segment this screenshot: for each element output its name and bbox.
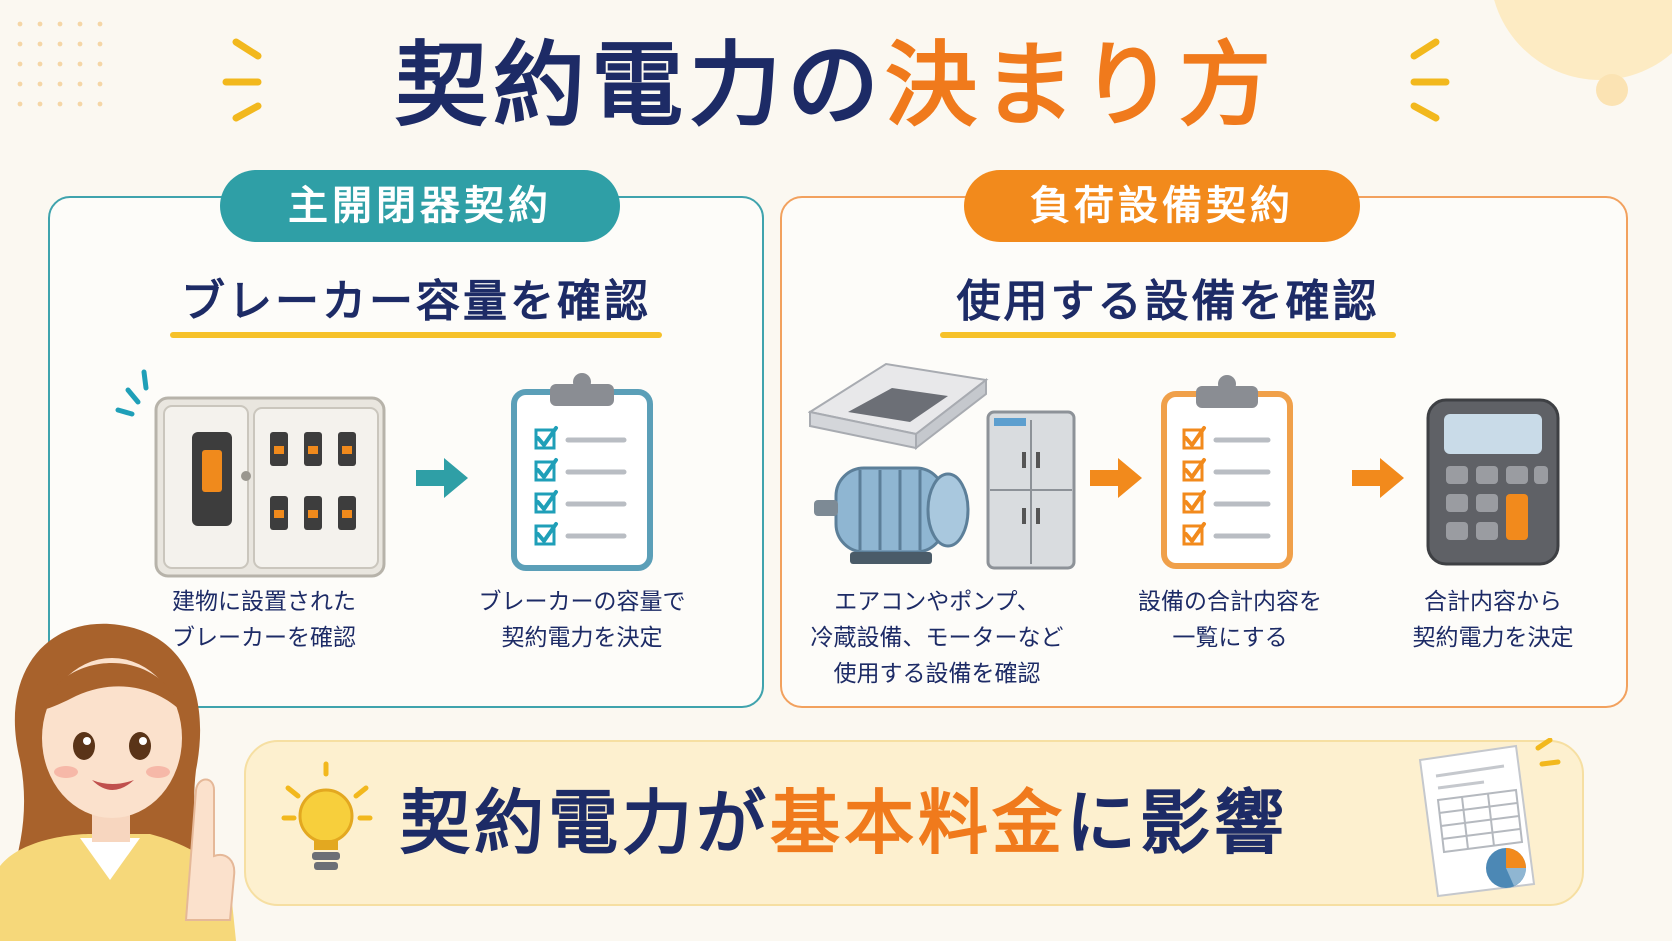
woman-character-illustration [0, 623, 236, 941]
pill-load-equipment-contract: 負荷設備契約 [964, 170, 1360, 242]
motor-icon [814, 466, 970, 564]
caption-decide-by-capacity: ブレーカーの容量で 契約電力を決定 [478, 589, 686, 651]
subhead-breaker-capacity: ブレーカー容量を確認 [181, 276, 651, 327]
subhead-underline-right [940, 332, 1396, 338]
banner-message: 契約電力が基本料金に影響 [400, 768, 1400, 878]
refrigerator-icon [986, 410, 1076, 570]
breaker-panel-icon [115, 369, 386, 578]
title-sparkle-left [222, 38, 262, 122]
subhead-underline-left [170, 332, 662, 338]
title-sparkle-right [1410, 38, 1450, 122]
pill-main-breaker-contract: 主開閉器契約 [220, 170, 620, 242]
corner-dot [1596, 74, 1628, 106]
checklist-clipboard-icon [511, 373, 653, 571]
caption-list-totals: 設備の合計内容を 一覧にする [1138, 589, 1322, 651]
caption-check-breaker: 建物に設置された ブレーカーを確認 [172, 589, 356, 651]
banner-part3: に影響 [1066, 782, 1288, 864]
corner-circle [1494, 0, 1672, 80]
dot-grid [17, 21, 103, 107]
arrow-right-icon [1352, 458, 1404, 498]
banner-part2: 基本料金 [770, 782, 1066, 864]
page-title: 契約電力の決まり方 [0, 26, 1672, 146]
report-document-icon [1418, 738, 1561, 898]
checklist-clipboard-icon [1161, 375, 1293, 569]
arrow-right-icon [416, 458, 468, 498]
arrow-right-icon [1090, 458, 1142, 498]
title-part1: 契約電力の [394, 32, 885, 139]
subhead-check-equipment: 使用する設備を確認 [956, 276, 1380, 327]
air-conditioner-icon [808, 362, 989, 451]
banner-basic-fee [244, 740, 1584, 906]
title-part2: 決まり方 [885, 32, 1278, 139]
lightbulb-icon [281, 761, 373, 870]
equipment-group-icon [808, 362, 1076, 570]
caption-check-equipment: エアコンやポンプ、 冷蔵設備、モーターなど 使用する設備を確認 [810, 589, 1064, 687]
calculator-icon [1426, 398, 1560, 566]
caption-decide-from-total: 合計内容から 契約電力を決定 [1412, 589, 1574, 651]
banner-part1: 契約電力が [400, 782, 770, 864]
